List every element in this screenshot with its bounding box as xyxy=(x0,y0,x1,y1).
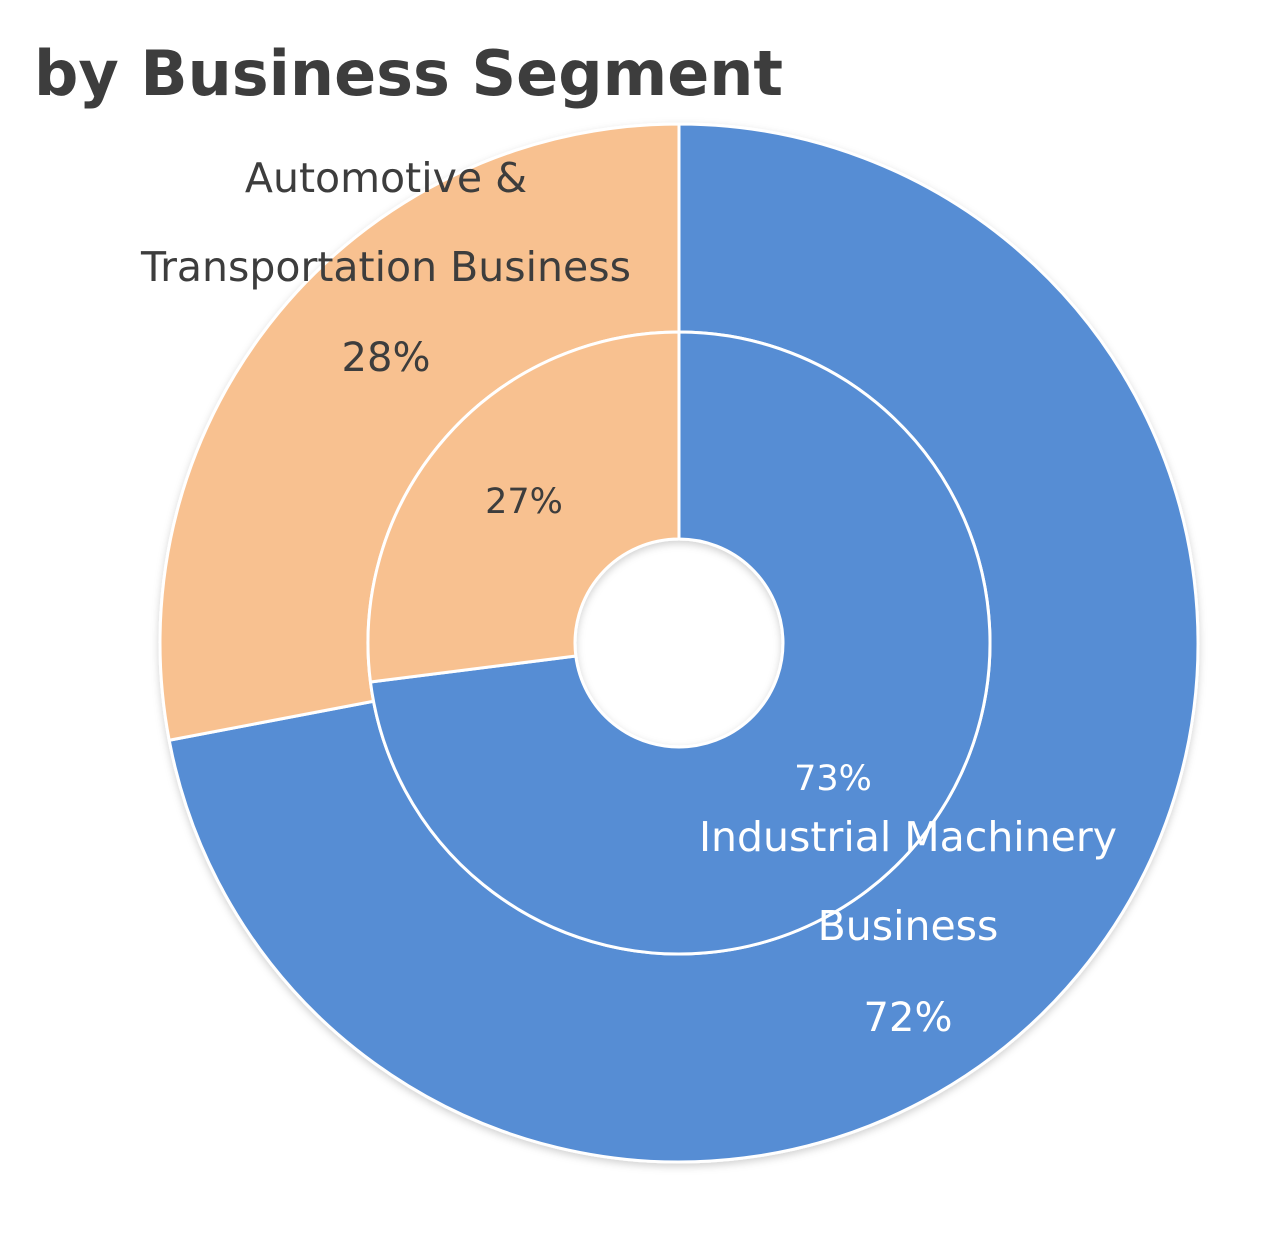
outer-ring-value-label-industrial-machinery-business: 72% xyxy=(864,995,953,1041)
donut-rings xyxy=(158,122,1200,1164)
inner-ring-slice-automotive-transportation-business xyxy=(366,330,681,684)
segment-label-industrial-machinery-business-line-1: Industrial Machinery xyxy=(699,813,1117,861)
segment-label-industrial-machinery-business-line-2: Business xyxy=(818,902,999,950)
chart-title: by Business Segment xyxy=(34,37,784,110)
inner-ring-slice-industrial-machinery-business xyxy=(368,330,992,956)
outer-ring-value-label-automotive-transportation-business: 28% xyxy=(342,335,431,381)
segment-label-automotive-transportation-business-line-1: Automotive & xyxy=(245,154,527,202)
inner-ring-value-label-automotive-transportation-business: 27% xyxy=(485,482,563,522)
segment-label-automotive-transportation-business-line-2: Transportation Business xyxy=(140,243,631,291)
inner-ring-value-label-industrial-machinery-business: 73% xyxy=(794,759,872,799)
